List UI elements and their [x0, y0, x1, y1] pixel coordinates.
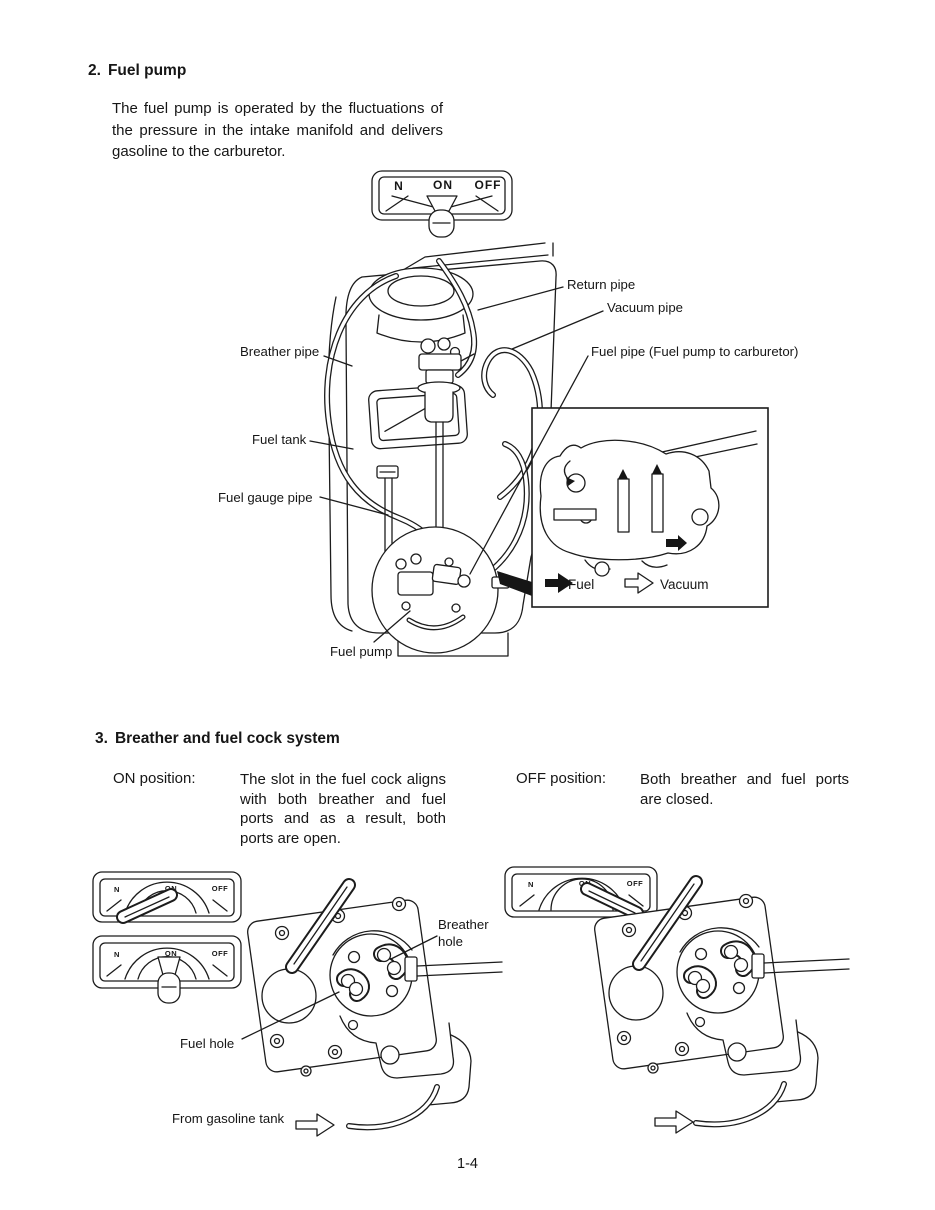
flow-arrow-right-icon: [654, 1110, 694, 1134]
switch-on-label: ON: [165, 949, 177, 958]
section-2-title: Fuel pump: [107, 62, 187, 79]
switch-off-label: OFF: [212, 949, 229, 958]
pump-cross-section-inset: Fuel Vacuum: [531, 407, 769, 608]
section-2-paragraph: The fuel pump is operated by the fluctua…: [112, 100, 443, 160]
switch-panel-tilt-left: N ON OFF: [92, 871, 242, 924]
label-fuel-gauge-pipe: Fuel gauge pipe: [218, 490, 313, 505]
off-position-text: Both breather and fuel ports are closed.: [640, 771, 849, 808]
label-fuel-pipe: Fuel pipe (Fuel pump to carburetor): [591, 344, 799, 359]
screws: [269, 896, 407, 1077]
legend-vacuum-label: Vacuum: [660, 577, 709, 592]
fuel-cock-switch-plate: N ON OFF: [371, 170, 513, 238]
switch-off-label: OFF: [475, 178, 502, 192]
switch-left-mark: N: [528, 880, 534, 889]
switch-on-label: ON: [433, 178, 453, 192]
leader-lines: [241, 935, 438, 1040]
leader-lines: [309, 286, 604, 643]
label-fuel-pump: Fuel pump: [330, 644, 393, 659]
switch-panel-on: N ON OFF: [92, 935, 242, 1004]
section-2-number: 2.: [88, 62, 101, 79]
page-number: 1-4: [457, 1156, 478, 1172]
label-fuel-hole: Fuel hole: [180, 1036, 235, 1051]
switch-left-mark: N: [394, 179, 404, 193]
fuel-cock-body-off: [593, 882, 849, 1124]
label-breather-hole: Breather hole: [438, 917, 489, 949]
fuel-cock-figure: N ON OFF N ON OFF: [0, 855, 935, 1155]
inset-pointer-wedge: [497, 571, 532, 596]
switch-panel-tilt-right: N ON OFF: [504, 866, 658, 920]
flow-arrow-left-icon: [295, 1113, 335, 1137]
section-3-title: Breather and fuel cock system: [114, 730, 340, 747]
section-3-heading: 3. Breather and fuel cock system: [95, 730, 340, 748]
off-position-label: OFF position:: [516, 770, 607, 787]
switch-off-label: OFF: [212, 884, 229, 893]
label-from-gasoline-tank: From gasoline tank: [172, 1111, 285, 1126]
fuel-arrow-icon: [545, 573, 573, 593]
vacuum-arrow-icon: [624, 572, 654, 594]
fuel-cock-diagrams: N ON OFF N ON OFF: [92, 866, 935, 1137]
on-position-label: ON position:: [113, 770, 196, 787]
label-vacuum-pipe: Vacuum pipe: [607, 300, 683, 315]
label-breather-pipe: Breather pipe: [240, 344, 320, 359]
on-position-text: The slot in the fuel cock aligns with bo…: [240, 771, 446, 847]
switch-off-label: OFF: [627, 879, 644, 888]
section-3-number: 3.: [95, 730, 108, 747]
switch-left-mark: N: [114, 950, 120, 959]
inset-legend: Fuel Vacuum: [545, 572, 709, 594]
legend-fuel-label: Fuel: [568, 577, 594, 592]
switch-left-mark: N: [114, 885, 120, 894]
fuel-system-diagram: N ON OFF: [309, 170, 769, 657]
fuel-cock-assembly: [417, 337, 475, 536]
label-fuel-tank: Fuel tank: [252, 432, 307, 447]
positions-block: ON position: The slot in the fuel cock a…: [0, 770, 935, 865]
label-return-pipe: Return pipe: [567, 277, 636, 292]
fuel-pump-figure: N ON OFF: [0, 165, 935, 680]
filler-ring-inner: [387, 275, 455, 307]
section-2-heading: 2. Fuel pump: [88, 62, 186, 80]
